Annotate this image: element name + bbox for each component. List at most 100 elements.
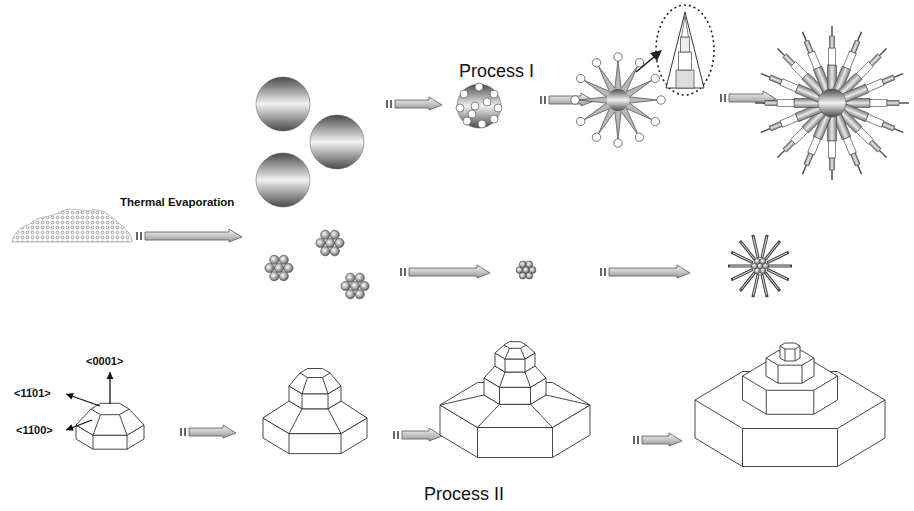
axis-label: <0001>	[86, 355, 123, 368]
cluster-particle	[270, 255, 279, 264]
rod-segment	[869, 140, 881, 152]
rod-segment	[843, 51, 856, 69]
rod-segment	[882, 75, 895, 84]
facet-edge	[300, 373, 330, 378]
arrow-tail-tick	[136, 232, 138, 240]
arrow-tail-tick	[386, 100, 388, 108]
small-rod	[753, 274, 758, 297]
cluster-particle	[321, 247, 330, 256]
cluster-particle	[355, 290, 364, 299]
cone-segment	[679, 52, 692, 70]
nucleus-dot	[475, 83, 483, 91]
cluster-particle	[265, 263, 274, 272]
nucleus-dot	[468, 110, 476, 118]
prism-edge	[742, 429, 743, 467]
rod-segment	[866, 79, 884, 92]
rod-segment	[769, 122, 782, 131]
arrow-tail-tick	[400, 268, 402, 276]
rod-segment	[830, 36, 835, 48]
rod-tip	[894, 74, 903, 78]
small-rod	[762, 274, 767, 297]
prism-edge	[505, 359, 506, 372]
droplet-sphere	[256, 153, 310, 207]
cone-tip	[682, 16, 689, 37]
rod-segment	[830, 158, 835, 170]
cone-outline	[666, 12, 704, 88]
cluster-particle	[754, 258, 760, 264]
small-rod-core	[733, 270, 752, 279]
nanorod	[755, 99, 820, 108]
pyramid-facet	[76, 403, 144, 435]
tip-droplet	[592, 59, 600, 67]
axis-head	[66, 393, 74, 400]
axis-line	[66, 420, 92, 430]
rod-tip	[778, 150, 785, 157]
tip-droplet	[592, 133, 600, 141]
prism-edge	[813, 390, 814, 414]
nanorod	[841, 69, 904, 102]
cluster-particle	[346, 273, 355, 282]
spiked-core	[578, 60, 658, 140]
rod-tip	[761, 74, 770, 78]
facet-edge	[525, 372, 531, 387]
rod-segment	[829, 141, 836, 158]
axis-head	[66, 424, 74, 431]
rod-segment	[870, 100, 887, 107]
nanorod	[844, 99, 909, 108]
facet-edge	[93, 415, 101, 436]
facet-edge	[500, 372, 506, 387]
droplet-sphere	[310, 115, 364, 169]
small-rod-core	[762, 275, 767, 295]
cluster-particle	[270, 272, 279, 281]
cluster-particle	[330, 230, 339, 239]
rod-tip	[803, 165, 807, 174]
tip-droplet	[614, 139, 622, 147]
cluster-particle	[519, 261, 526, 268]
tip-droplet	[614, 53, 622, 61]
cluster-particle	[316, 238, 325, 247]
facet-edge	[91, 409, 129, 415]
hex-prism	[780, 343, 800, 361]
cone-segment	[681, 37, 690, 52]
nanorod	[828, 115, 837, 180]
cone-segment	[676, 70, 694, 88]
arrow-tail-tick	[404, 268, 406, 276]
cluster-particle	[760, 268, 766, 274]
nanorod	[798, 30, 831, 93]
nanorod	[832, 112, 865, 175]
rod-segment	[804, 40, 813, 53]
rod-segment	[869, 54, 881, 66]
rod-tip	[803, 32, 807, 41]
cluster-particle	[335, 238, 344, 247]
rod-segment	[851, 153, 860, 166]
rod-segment	[780, 79, 798, 92]
cluster-particle	[274, 263, 283, 272]
arrow-tail-tick	[184, 428, 186, 436]
prism-edge	[341, 434, 342, 454]
spiked-core-center	[607, 89, 629, 111]
prism-edge	[766, 390, 767, 414]
cluster-particle	[526, 261, 533, 268]
arrow-tail-tick	[393, 431, 395, 439]
process-arrow	[609, 265, 690, 278]
nucleus-dot	[483, 98, 491, 106]
callout-line	[636, 57, 654, 72]
process-title: Process II	[424, 484, 504, 505]
rod-segment	[843, 137, 856, 155]
prism-edge	[778, 365, 779, 383]
urchin-core	[818, 89, 846, 117]
arrow-tail-tick	[633, 436, 635, 444]
small-rod	[731, 269, 753, 279]
step-label: Thermal Evaporation	[120, 196, 234, 209]
small-rod-core	[753, 275, 758, 295]
process-arrow	[642, 433, 682, 446]
small-rod-core	[741, 243, 754, 259]
arrow-tail-tick	[540, 96, 542, 104]
rod-tip	[879, 49, 886, 56]
rod-tip	[831, 170, 832, 180]
rod-tip	[879, 150, 886, 157]
rod-segment	[851, 40, 860, 53]
cluster-particle	[526, 272, 533, 279]
seeded-sphere	[457, 84, 501, 128]
prism-edge	[93, 435, 94, 449]
